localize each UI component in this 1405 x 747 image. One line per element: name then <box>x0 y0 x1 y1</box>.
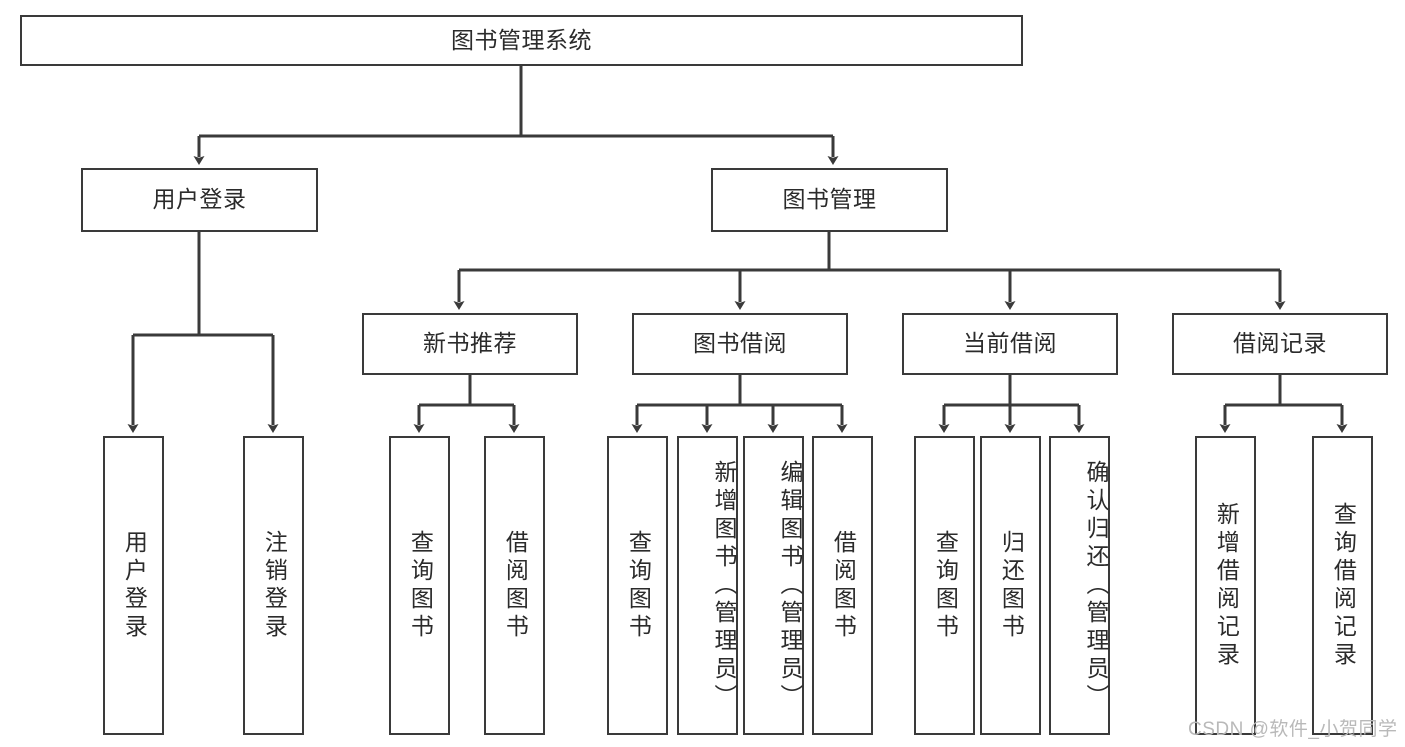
leaf-return-book[interactable]: 归还图书 <box>980 436 1041 735</box>
node-book-management[interactable]: 图书管理 <box>711 168 948 232</box>
node-book-borrow[interactable]: 图书借阅 <box>632 313 848 375</box>
node-borrow-records[interactable]: 借阅记录 <box>1172 313 1388 375</box>
leaf-query-book-recommend[interactable]: 查询图书 <box>389 436 450 735</box>
leaf-confirm-return-admin[interactable]: 确认归还（管理员） <box>1049 436 1110 735</box>
node-root[interactable]: 图书管理系统 <box>20 15 1023 66</box>
watermark-text: CSDN @软件_小贺同学 <box>1188 719 1398 740</box>
leaf-borrow-book[interactable]: 借阅图书 <box>812 436 873 735</box>
leaf-borrow-book-recommend[interactable]: 借阅图书 <box>484 436 545 735</box>
node-new-book-recommend[interactable]: 新书推荐 <box>362 313 578 375</box>
leaf-query-borrow-record[interactable]: 查询借阅记录 <box>1312 436 1373 735</box>
leaf-edit-book-admin[interactable]: 编辑图书（管理员） <box>743 436 804 735</box>
node-user-login[interactable]: 用户登录 <box>81 168 318 232</box>
node-current-borrow[interactable]: 当前借阅 <box>902 313 1118 375</box>
leaf-logout[interactable]: 注销登录 <box>243 436 304 735</box>
leaf-add-borrow-record[interactable]: 新增借阅记录 <box>1195 436 1256 735</box>
leaf-query-book-borrow[interactable]: 查询图书 <box>607 436 668 735</box>
leaf-user-login[interactable]: 用户登录 <box>103 436 164 735</box>
leaf-add-book-admin[interactable]: 新增图书（管理员） <box>677 436 738 735</box>
leaf-query-book-current[interactable]: 查询图书 <box>914 436 975 735</box>
